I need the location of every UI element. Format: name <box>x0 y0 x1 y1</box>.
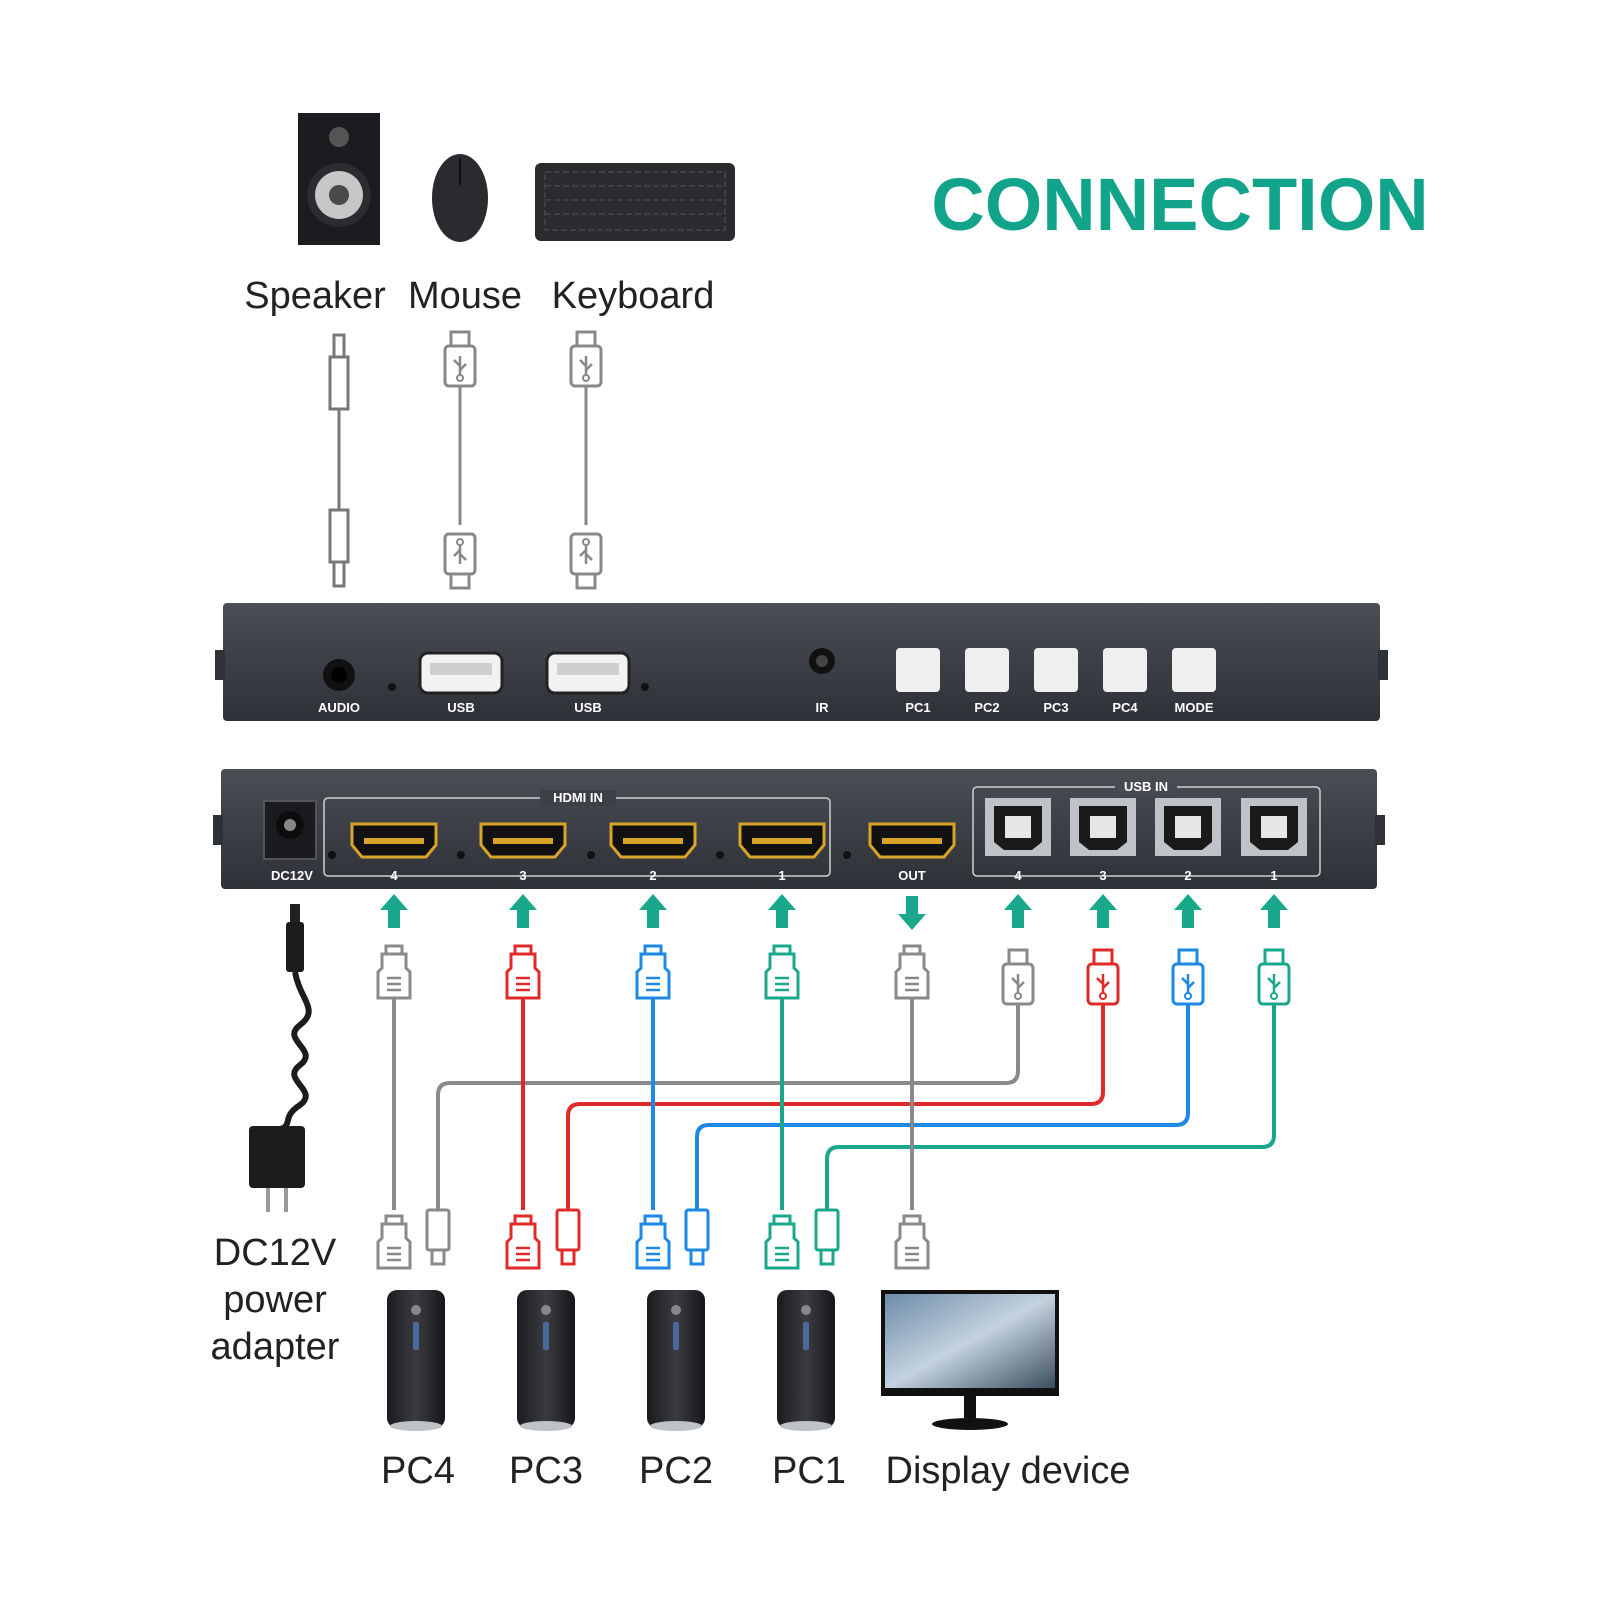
pc1-usb-cable <box>825 1004 1276 1210</box>
pc1-label: PC1 <box>772 1450 846 1492</box>
pc4-usb-plug <box>1001 948 1035 1006</box>
pc2-label: PC2 <box>639 1450 713 1492</box>
display-hdmi-plug-bottom <box>894 1214 930 1270</box>
pc4-button[interactable] <box>1103 648 1147 692</box>
arrow-up-icon <box>380 894 408 928</box>
pc1-usb-plug <box>1257 948 1291 1006</box>
arrow-down-icon <box>898 896 926 930</box>
pc1-hdmi-plug-top <box>764 944 800 1000</box>
hdmi-in-port <box>328 822 438 859</box>
usb-port-label-1: USB <box>447 700 474 715</box>
cables <box>376 894 1291 1270</box>
pc3-usb-plug <box>1086 948 1120 1006</box>
hdmi-in-group-label: HDMI IN <box>553 790 603 805</box>
pc1-button[interactable] <box>896 648 940 692</box>
hdmi-out-label: OUT <box>898 868 926 883</box>
usb-b-port <box>1241 798 1307 856</box>
usb-port-label-2: USB <box>574 700 601 715</box>
mouse-usb-cable <box>443 330 477 590</box>
display-device-label: Display device <box>886 1450 1131 1492</box>
pc2-usb-cable <box>695 1004 1190 1210</box>
power-adapter-label-2: power <box>223 1279 327 1321</box>
mouse-label: Mouse <box>408 275 522 317</box>
pc1-button-label: PC1 <box>905 700 930 715</box>
usb-b-port <box>985 798 1051 856</box>
pc-towers <box>387 1290 835 1431</box>
hdmi-in-2-label: 2 <box>649 868 656 883</box>
usb-in-1-label: 1 <box>1270 868 1277 883</box>
speaker-icon <box>298 113 380 245</box>
pc1-usb-b-plug <box>814 1208 840 1266</box>
monitor-icon <box>881 1290 1059 1430</box>
arrow-up-icon <box>1174 894 1202 928</box>
pc-tower-icon <box>647 1290 705 1431</box>
pc4-button-label: PC4 <box>1112 700 1138 715</box>
dc12v-port-label: DC12V <box>271 868 313 883</box>
pc3-label: PC3 <box>509 1450 583 1492</box>
pc4-label: PC4 <box>381 1450 455 1492</box>
arrow-up-icon <box>768 894 796 928</box>
pc4-hdmi-plug-bottom <box>376 1214 412 1270</box>
usb-in-2-label: 2 <box>1184 868 1191 883</box>
pc-tower-icon <box>517 1290 575 1431</box>
mouse-icon <box>432 154 488 242</box>
pc3-hdmi-plug-bottom <box>505 1214 541 1270</box>
speaker-label: Speaker <box>244 275 386 317</box>
front-panel <box>215 603 1388 721</box>
pc3-usb-b-plug <box>555 1208 581 1266</box>
display-hdmi-plug-top <box>894 944 930 1000</box>
keyboard-label: Keyboard <box>552 275 715 317</box>
ir-port-label: IR <box>816 700 830 715</box>
hdmi-in-4-label: 4 <box>390 868 398 883</box>
hdmi-in-port <box>587 822 697 859</box>
usb-in-group-label: USB IN <box>1124 779 1168 794</box>
pc3-button-label: PC3 <box>1043 700 1068 715</box>
hdmi-in-port <box>716 822 826 859</box>
hdmi-in-port <box>457 822 567 859</box>
pc2-button-label: PC2 <box>974 700 999 715</box>
hdmi-out-port <box>868 822 956 859</box>
pc4-usb-cable <box>436 1004 1020 1210</box>
arrow-up-icon <box>509 894 537 928</box>
pc2-usb-b-plug <box>684 1208 710 1266</box>
hdmi-in-1-label: 1 <box>778 868 785 883</box>
audio-cable <box>328 333 350 588</box>
usb-b-port <box>1070 798 1136 856</box>
pc4-hdmi-plug-top <box>376 944 412 1000</box>
arrow-up-icon <box>639 894 667 928</box>
pc3-hdmi-plug-top <box>505 944 541 1000</box>
pc2-button[interactable] <box>965 648 1009 692</box>
keyboard-icon <box>535 163 735 241</box>
rear-ports <box>328 798 1307 859</box>
pc2-hdmi-plug-bottom <box>635 1214 671 1270</box>
arrow-up-icon <box>1089 894 1117 928</box>
pc2-usb-plug <box>1171 948 1205 1006</box>
keyboard-usb-cable <box>569 330 603 590</box>
usb-b-port <box>1155 798 1221 856</box>
pc-tower-icon <box>387 1290 445 1431</box>
usb-in-3-label: 3 <box>1099 868 1106 883</box>
pc3-button[interactable] <box>1034 648 1078 692</box>
pc-tower-icon <box>777 1290 835 1431</box>
pc4-usb-b-plug <box>425 1208 451 1266</box>
pc2-hdmi-plug-top <box>635 944 671 1000</box>
arrow-up-icon <box>1260 894 1288 928</box>
page-title: CONNECTION <box>931 163 1428 246</box>
power-adapter-label-3: adapter <box>211 1326 340 1368</box>
power-adapter-label-1: DC12V <box>214 1232 337 1274</box>
mode-button-label: MODE <box>1175 700 1214 715</box>
usb-in-4-label: 4 <box>1014 868 1022 883</box>
pc3-usb-cable <box>566 1004 1105 1210</box>
power-adapter-icon <box>249 904 312 1212</box>
hdmi-in-3-label: 3 <box>519 868 526 883</box>
arrow-up-icon <box>1004 894 1032 928</box>
mode-button[interactable] <box>1172 648 1216 692</box>
audio-port-label: AUDIO <box>318 700 360 715</box>
pc1-hdmi-plug-bottom <box>764 1214 800 1270</box>
